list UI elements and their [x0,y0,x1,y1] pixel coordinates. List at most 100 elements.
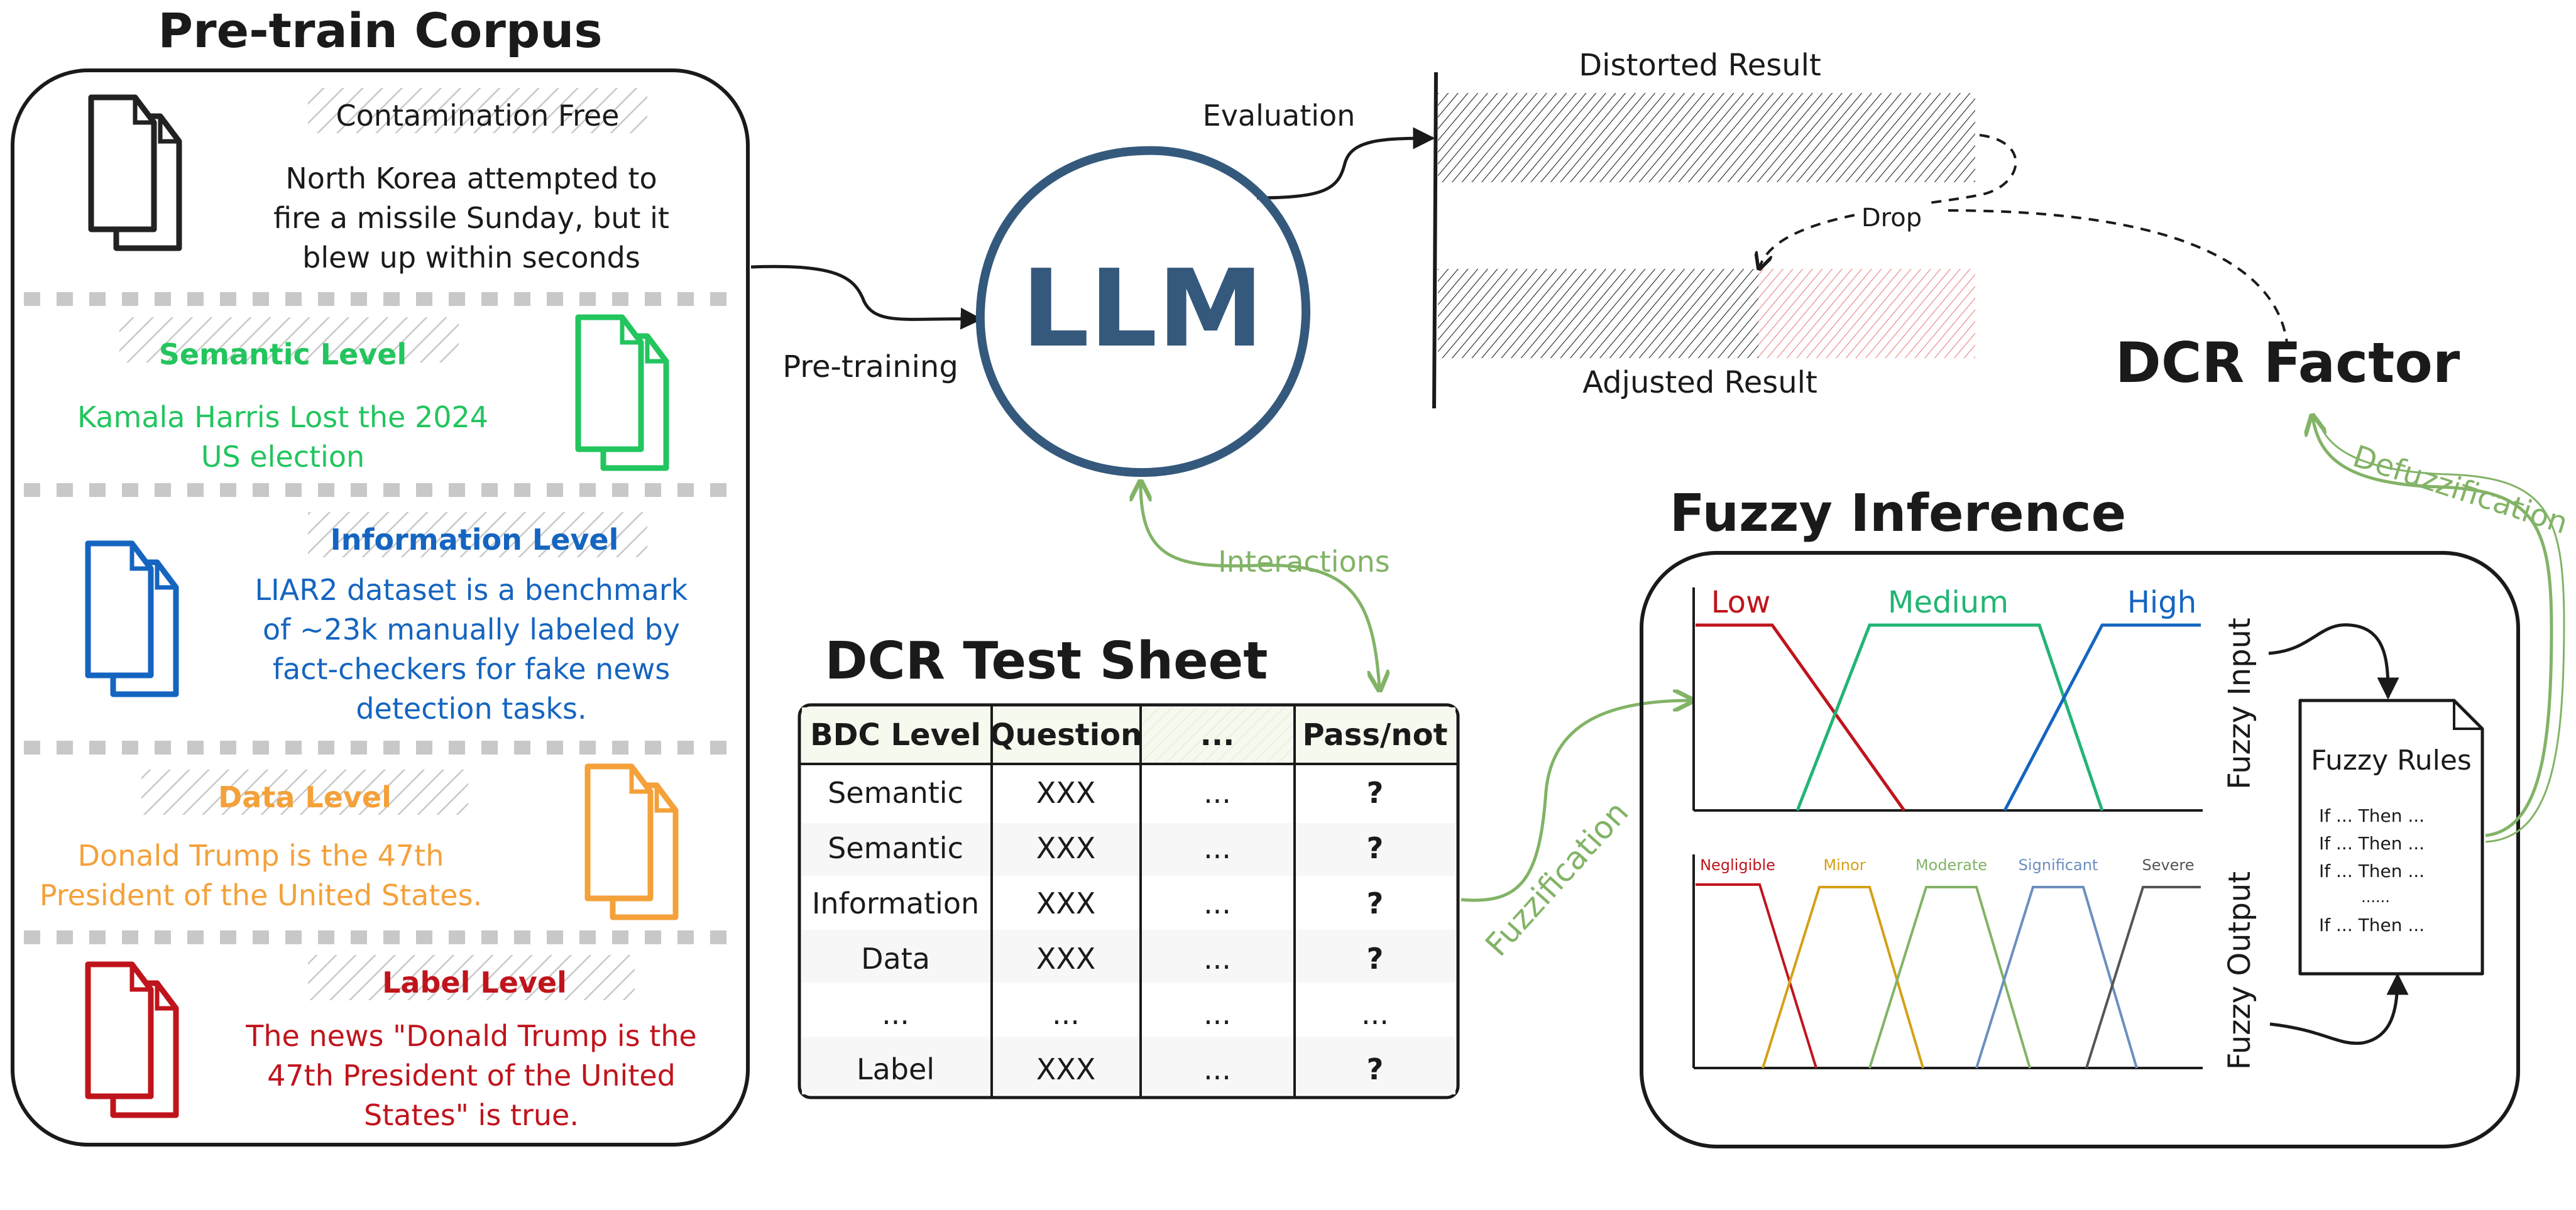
section-line: States" is true. [364,1098,579,1132]
evaluation-label: Evaluation [1203,99,1356,133]
header-hatch [1143,707,1293,763]
table-cell: ... [1203,886,1231,920]
adjusted-result-label: Adjusted Result [1582,365,1817,400]
table-cell: Semantic [828,831,963,865]
fuzzy-rule: If ... Then ... [2319,805,2425,826]
heading-hatch [119,317,459,362]
fuzzy-rules-document [2298,699,2484,976]
section-line: US election [201,440,364,474]
fuzzification-arrow [1461,700,1691,902]
fuzzy-output-label: Fuzzy Output [2222,871,2257,1070]
table-cell: XXX [1036,886,1096,920]
defuzzification-label: Defuzzification [2349,439,2572,541]
table-row: Semantic XXX ... ? [828,776,1383,810]
table-cell: ? [1367,831,1384,865]
table-cell: XXX [1036,831,1096,865]
membership-low [1696,623,1906,812]
pretraining-label: Pre-training [782,349,958,384]
section-heading: Contamination Free [336,99,620,133]
table-cell: ... [882,997,909,1031]
defuzzification-arrow [2313,418,2553,837]
output-to-rules-arrow [2269,973,2409,1045]
fuzzy-input-label: Fuzzy Input [2222,618,2257,790]
dcr-factor-label: DCR Factor [2115,330,2460,395]
table-cell: XXX [1036,942,1096,976]
evaluation-arrow [1256,127,1435,200]
column-header: BDC Level [810,717,981,753]
adjusted-result-bar [1438,269,1758,358]
fuzzification-label: Fuzzification [1478,794,1635,963]
column-header: Question [990,717,1143,753]
table-cell: XXX [1036,776,1096,810]
table-cell: ? [1367,1052,1384,1086]
input-set-medium: Medium [1888,585,2009,620]
dropped-portion-bar [1758,269,1975,358]
row-stripe [802,823,1455,876]
fuzzy-inference-box [1640,551,2520,1148]
drop-label: Drop [1861,204,1922,232]
column-header: Pass/not [1302,717,1447,753]
heading-hatch [308,512,647,557]
llm-node: LLM [975,146,1311,477]
document-icon [588,766,676,917]
membership-minor [1762,886,1924,1069]
table-cell: ... [1203,942,1231,976]
pretraining-arrow [750,264,983,330]
fuzzy-rule: If ... Then ... [2319,833,2425,854]
section-line: Donald Trump is the 47th [78,839,444,873]
llm-circle [975,146,1311,477]
output-set-significant: Significant [2019,856,2098,874]
section-line: North Korea attempted to [285,161,657,195]
section-line: LIAR2 dataset is a benchmark [255,573,688,607]
table-cell: ... [1203,776,1231,810]
table-cell: ... [1203,997,1231,1031]
corpus-box [11,68,750,1147]
section-line: Kamala Harris Lost the 2024 [77,400,488,434]
section-heading: Semantic Level [159,337,407,371]
document-icon [91,97,179,248]
fuzzy-rules-fold [2453,700,2482,730]
input-set-low: Low [1711,585,1771,620]
output-set-moderate: Moderate [1916,856,1987,874]
fuzzy-rule: If ... Then ... [2319,915,2425,935]
membership-severe [2085,886,2201,1069]
table-cell: XXX [1036,1052,1096,1086]
table-cell: ... [1203,831,1231,865]
document-icon [578,317,666,468]
input-to-rules-arrow [2268,623,2399,700]
output-set-severe: Severe [2142,856,2194,874]
header-row-bg [802,707,1455,763]
table-cell: ? [1367,942,1384,976]
table-cell: ... [1052,997,1080,1031]
fuzzy-rule: If ... Then ... [2319,861,2425,881]
distorted-result-bar [1438,93,1975,182]
section-line: The news "Donald Trump is the [245,1019,696,1053]
section-line: of ~23k manually labeled by [263,613,680,646]
results-panel: Distorted Result Adjusted Result Drop [1432,48,2289,409]
fuzzy-inference-panel: Fuzzy Inference Low Medium High Negligib… [1640,484,2520,1148]
document-icon [88,964,176,1115]
table-cell: ... [1203,1052,1231,1086]
row-stripe [802,930,1455,983]
defuzzification-arrow-stroke [2318,420,2565,843]
test-sheet-title: DCR Test Sheet [825,631,1268,691]
table-row: Label XXX ... ? [857,1052,1383,1086]
section-heading: Label Level [382,966,567,1000]
interactions-label: Interactions [1218,545,1390,579]
section-line: fire a missile Sunday, but it [273,201,669,235]
document-icon [88,543,176,694]
table-cell: ? [1367,886,1384,920]
output-set-minor: Minor [1823,856,1865,874]
membership-significant [1975,886,2138,1069]
membership-high [2003,623,2201,812]
heading-hatch [141,770,468,815]
membership-moderate [1868,886,2031,1069]
corpus-title: Pre-train Corpus [158,3,602,58]
fuzzy-rules-title: Fuzzy Rules [2311,744,2472,777]
drop-arrow [1760,134,2017,267]
section-line: President of the United States. [40,878,482,912]
section-line: detection tasks. [356,692,586,726]
section-heading: Data Level [218,780,392,814]
section-line: 47th President of the United [267,1059,676,1093]
